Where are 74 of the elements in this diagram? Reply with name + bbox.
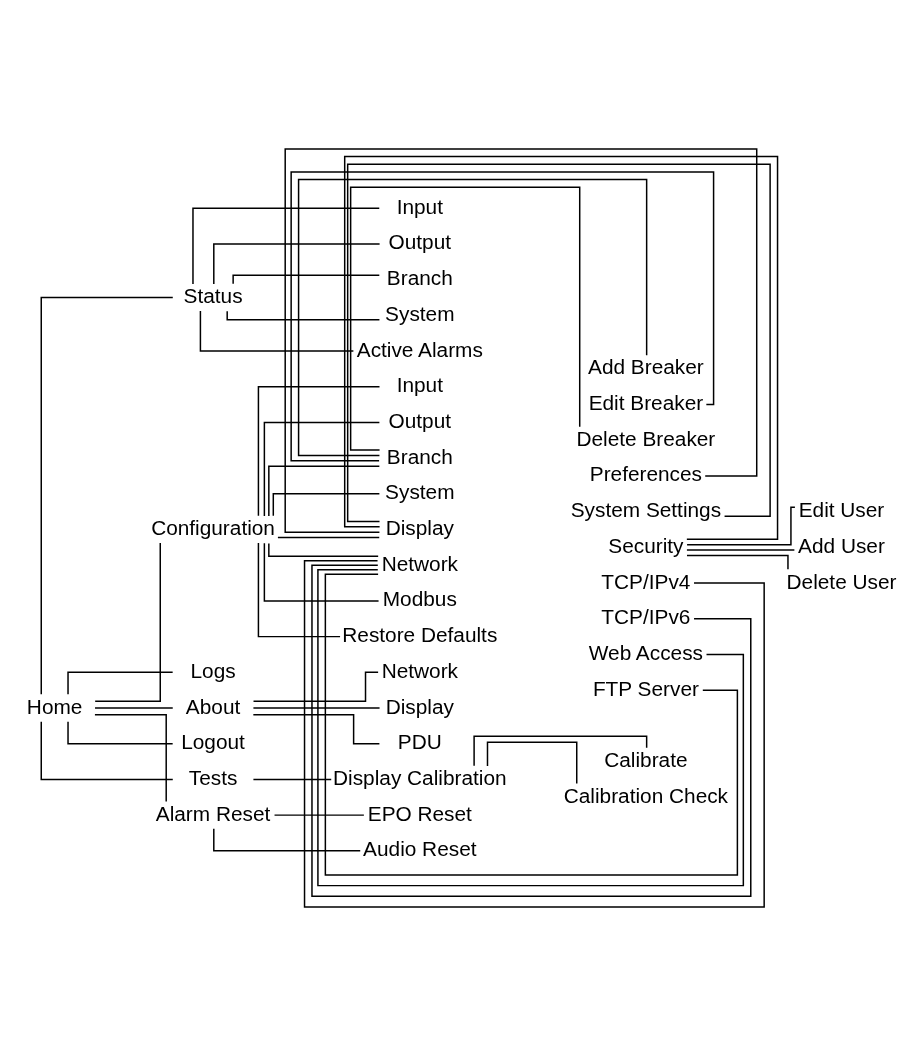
- connector: [67, 721, 174, 745]
- connector: [40, 296, 174, 696]
- node-text: TCP/IPv6: [601, 605, 691, 629]
- connector: [272, 493, 381, 517]
- node-text: About: [185, 694, 241, 718]
- connector: [686, 549, 796, 551]
- node-text: Restore Defaults: [342, 623, 498, 647]
- connector: [257, 386, 381, 517]
- node-text: Network: [381, 551, 458, 575]
- node-text: Display: [385, 516, 454, 540]
- node-text: Audio Reset: [363, 837, 477, 861]
- connector: [277, 536, 380, 539]
- connector: [290, 171, 715, 462]
- node-text: Edit Breaker: [588, 391, 704, 415]
- node-text: System Settings: [570, 498, 722, 522]
- connector: [40, 721, 174, 781]
- connector: [257, 542, 341, 638]
- node-text: Delete Breaker: [576, 426, 716, 450]
- node-text: Modbus: [382, 587, 457, 611]
- node-text: Security: [608, 533, 684, 557]
- node-text: Output: [388, 408, 452, 432]
- connector: [94, 713, 167, 803]
- connector: [686, 506, 796, 546]
- connector: [67, 671, 174, 696]
- node-text: FTP Server: [592, 676, 699, 700]
- node-text: Output: [388, 230, 452, 254]
- node-text: Add User: [798, 533, 885, 557]
- connector: [273, 814, 365, 816]
- connector: [686, 554, 789, 570]
- node-text: Input: [396, 194, 443, 218]
- node-text: Add Breaker: [588, 355, 704, 379]
- connector: [192, 207, 380, 285]
- node-text: Alarm Reset: [155, 801, 271, 825]
- node-text: Configuration: [151, 516, 275, 540]
- connector: [94, 542, 161, 703]
- node-text: TCP/IPv4: [601, 569, 691, 593]
- node-text: Calibrate: [604, 748, 688, 772]
- node-text: Status: [183, 283, 243, 307]
- node-text: Preferences: [589, 462, 703, 486]
- node-text: Branch: [386, 444, 453, 468]
- connector: [349, 186, 581, 451]
- connector: [268, 465, 381, 517]
- node-text: System: [385, 480, 455, 504]
- node-text: PDU: [397, 730, 442, 754]
- node-text: Display Calibration: [333, 765, 507, 789]
- connector: [232, 274, 381, 285]
- connector: [252, 713, 381, 745]
- connector: [252, 778, 332, 781]
- node-text: Delete User: [786, 569, 897, 593]
- connector: [268, 542, 379, 558]
- connector: [213, 243, 381, 285]
- node-text: Input: [396, 373, 443, 397]
- node-text: Logout: [181, 730, 245, 754]
- node-text: Home: [26, 694, 83, 718]
- connector: [486, 741, 578, 785]
- connector: [199, 310, 355, 352]
- connector: [263, 421, 381, 517]
- connector: [297, 178, 648, 457]
- connector: [213, 828, 361, 852]
- node-text: Web Access: [588, 640, 703, 664]
- node-text: Active Alarms: [356, 337, 483, 361]
- connector: [94, 707, 174, 709]
- connector: [284, 148, 758, 533]
- node-text: Display: [385, 694, 454, 718]
- node-text: Network: [381, 658, 458, 682]
- connector: [263, 542, 380, 602]
- connector: [252, 707, 381, 709]
- node-text: Edit User: [798, 498, 885, 522]
- node-text: Logs: [190, 658, 236, 682]
- node-text: Tests: [188, 765, 238, 789]
- node-text: EPO Reset: [367, 801, 472, 825]
- node-text: Branch: [386, 266, 453, 290]
- node-text: Calibration Check: [563, 783, 729, 807]
- node-text: System: [385, 301, 455, 325]
